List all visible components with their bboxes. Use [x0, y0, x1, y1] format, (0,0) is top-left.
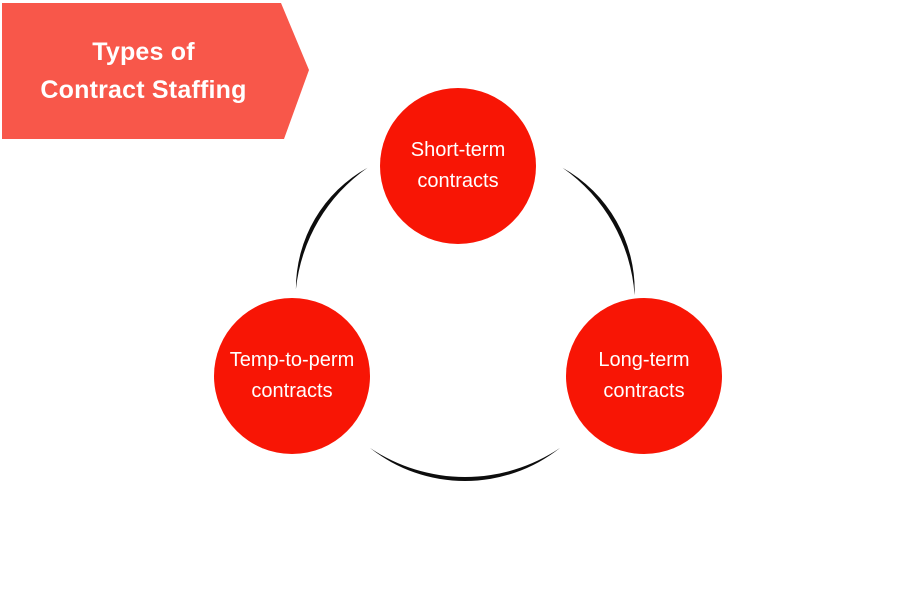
node-long-term-contracts: Long-term contracts [566, 298, 722, 454]
arc-right-icon [562, 167, 635, 296]
arc-left-icon [295, 167, 368, 290]
node-short-term-label-line-2: contracts [417, 170, 499, 192]
node-short-term-label-line-1: Short-term [410, 139, 506, 161]
node-short-term-contracts: Short-term contracts [380, 88, 536, 244]
node-temp-to-perm-label-line-2: contracts [251, 380, 333, 402]
node-long-term-label-line-2: contracts [603, 380, 685, 402]
node-long-term-label-line-1: Long-term [598, 349, 690, 371]
page-title-line-1: Types of [92, 38, 195, 66]
node-temp-to-perm-contracts: Temp-to-perm contracts [214, 298, 370, 454]
node-temp-to-perm-label-line-1: Temp-to-perm [229, 349, 355, 371]
title-banner: Types of Contract Staffing [2, 3, 309, 139]
arc-bottom-icon [369, 447, 561, 481]
page-title-line-2: Contract Staffing [40, 76, 247, 104]
